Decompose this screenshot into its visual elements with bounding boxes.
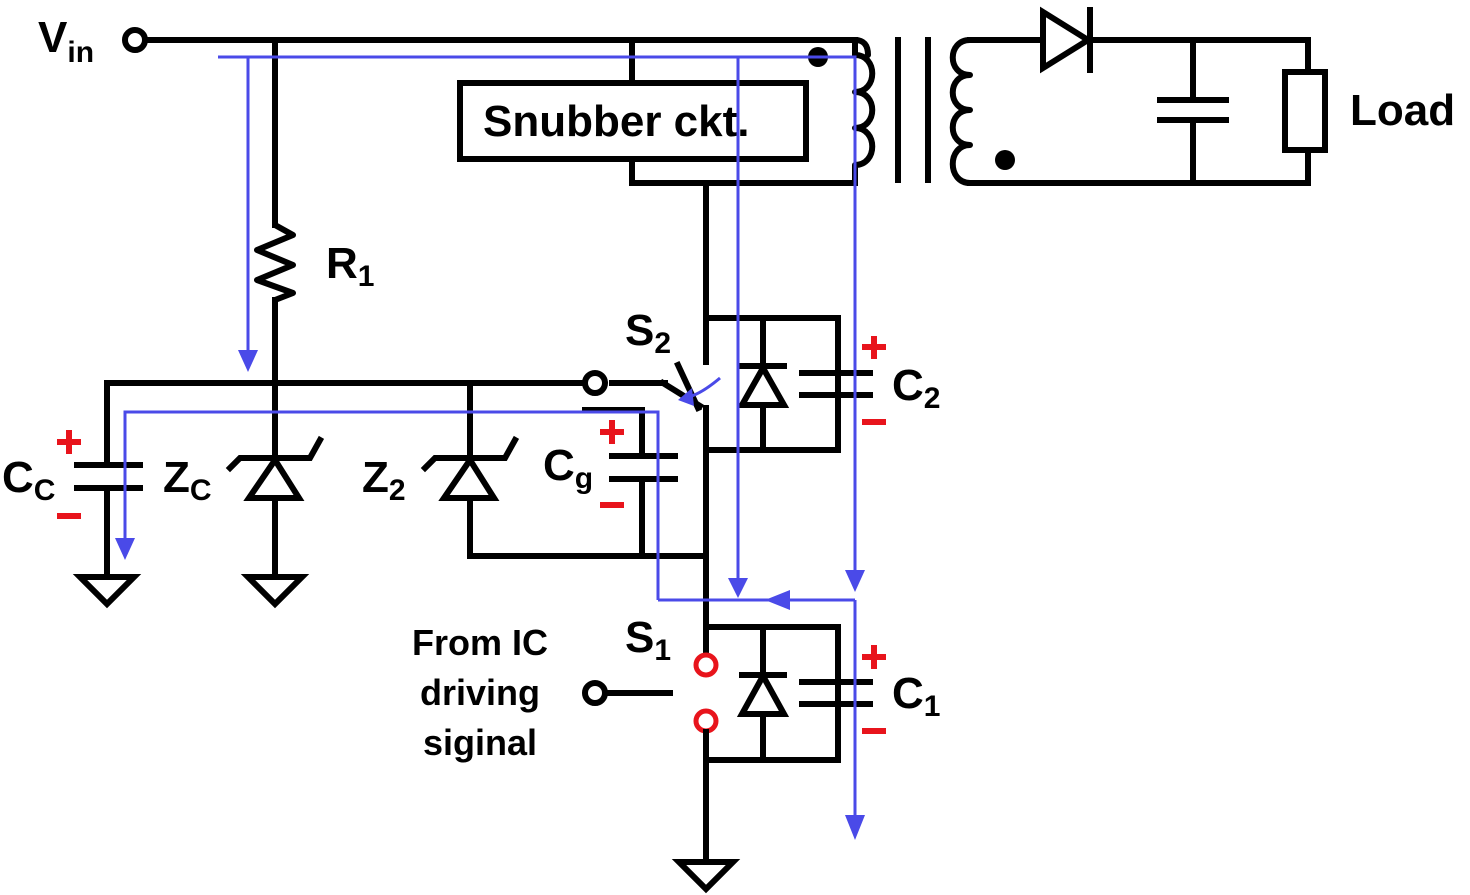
switch-s1: S1 From IC driving siginal C1 [412,597,940,894]
output-stage: Load [967,6,1455,186]
switch-s2: S2 C2 [609,306,940,643]
c1-polarity [862,645,886,734]
c2-polarity [862,336,886,425]
snubber-circuit: Snubber ckt. [457,37,858,186]
zener-zc: ZC [163,380,325,609]
load-label: Load [1350,86,1455,135]
load-box [1282,69,1328,153]
output-diode [1040,6,1094,74]
drive-label-line1: From IC [412,622,548,663]
drive-label-line3: siginal [423,722,537,763]
s2-gate-terminal [582,370,608,396]
capacitor-cc: CC [2,380,143,609]
svg-text:Vin: Vin [38,13,94,69]
transformer-secondary [949,37,1015,186]
s1-contact-top [693,652,719,678]
resistor-r1: R1 [254,37,374,385]
svg-text:Z2: Z2 [362,453,406,507]
transformer-primary [808,37,876,186]
svg-text:R1: R1 [326,239,374,293]
svg-text:Cg: Cg [543,441,593,495]
zener-z2: Z2 [362,380,709,559]
cc-polarity [57,430,81,519]
vin-terminal: Vin [38,13,148,69]
svg-text:ZC: ZC [163,453,212,507]
cg-polarity [600,420,624,508]
snubber-label: Snubber ckt. [483,97,750,146]
svg-text:CC: CC [2,453,55,507]
svg-text:S1: S1 [625,613,671,667]
capacitor-cg: Cg [543,407,678,559]
s1-contact-bottom [693,708,719,734]
secondary-dot [995,150,1015,170]
svg-text:C1: C1 [892,669,940,723]
transformer-core [895,37,931,183]
drive-label-line2: driving [420,672,540,713]
current-paths [115,55,865,840]
output-capacitor [1157,37,1229,186]
svg-text:S2: S2 [625,306,671,360]
svg-text:C2: C2 [892,361,940,415]
